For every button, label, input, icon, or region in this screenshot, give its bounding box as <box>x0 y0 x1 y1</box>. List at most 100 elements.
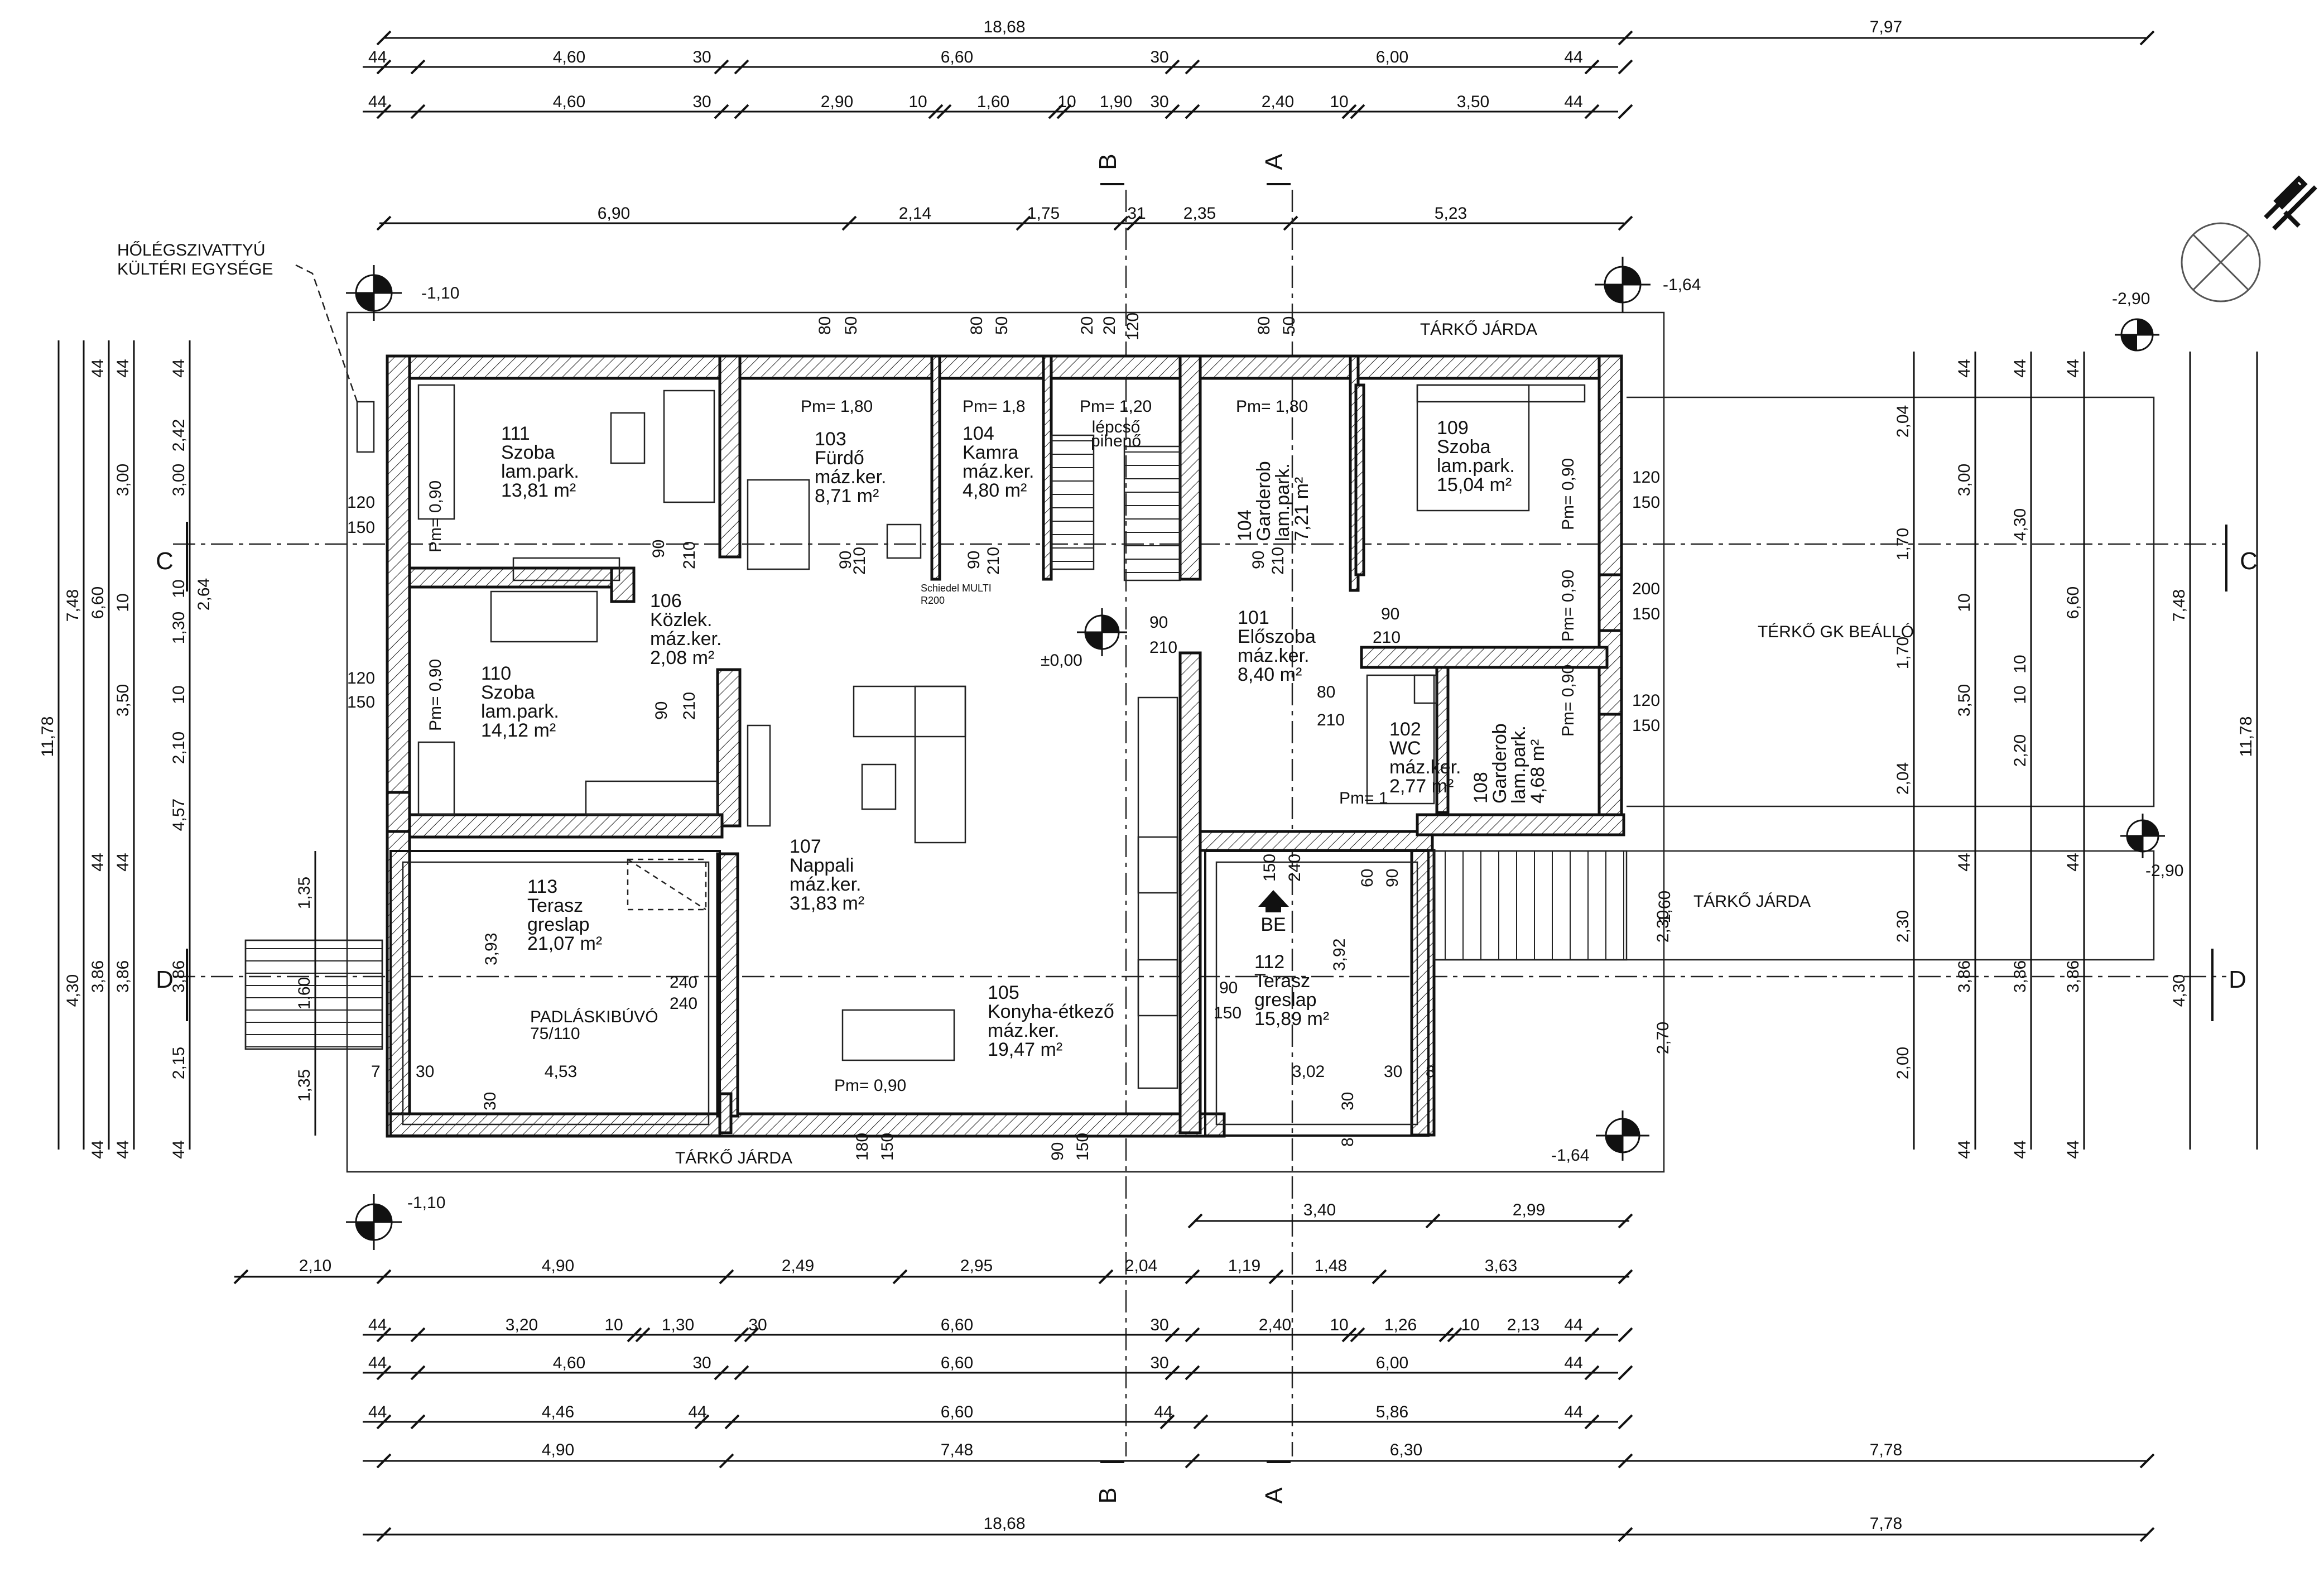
stairs-external-right <box>1433 850 1628 961</box>
svg-text:3,00: 3,00 <box>170 464 188 496</box>
svg-text:2,99: 2,99 <box>1513 1201 1545 1219</box>
svg-text:8: 8 <box>1426 1062 1435 1081</box>
svg-text:150: 150 <box>1260 854 1279 882</box>
svg-text:150: 150 <box>1632 717 1660 735</box>
north-arrow-icon <box>2181 175 2317 302</box>
svg-text:10: 10 <box>1955 593 1974 612</box>
svg-text:210: 210 <box>680 541 699 569</box>
svg-text:210: 210 <box>680 692 699 720</box>
furniture <box>417 384 1586 1089</box>
svg-text:2,35: 2,35 <box>1183 204 1216 223</box>
svg-text:80: 80 <box>1317 683 1335 701</box>
svg-text:2,70: 2,70 <box>1654 1022 1672 1054</box>
svg-text:1,70: 1,70 <box>1894 637 1912 669</box>
level-marker-e-icon <box>2120 814 2165 858</box>
svg-text:Garderob: Garderob <box>1489 723 1510 804</box>
svg-text:3,86: 3,86 <box>2064 960 2082 993</box>
svg-text:11,78: 11,78 <box>2237 717 2255 757</box>
svg-text:44: 44 <box>368 48 387 66</box>
svg-text:210: 210 <box>1149 638 1177 657</box>
level-marker-nw-icon <box>346 265 402 321</box>
room-110: 110 Szoba lam.park. 14,12 m² <box>481 663 559 741</box>
window-label-109: Pm= 0,90 <box>1559 458 1577 530</box>
level-markers: -1,10 -1,64 -2,90 ±0,00 <box>346 257 2183 1250</box>
svg-text:4,30: 4,30 <box>2011 508 2029 541</box>
svg-text:101: 101 <box>1238 607 1269 628</box>
window-label-103: Pm= 1,80 <box>801 397 873 416</box>
svg-text:120: 120 <box>347 669 375 687</box>
svg-text:44: 44 <box>1564 1316 1582 1334</box>
bottom-dimension-lines: 3,40 2,99 2,10 4,90 2,49 2,95 2,04 1,19 … <box>233 1201 2155 1542</box>
svg-text:106: 106 <box>650 590 682 612</box>
room-106: 106 Közlek. máz.ker. 2,08 m² <box>650 590 721 669</box>
svg-text:90: 90 <box>1219 979 1238 997</box>
room-105: 105 Konyha-étkező máz.ker. 19,47 m² <box>988 982 1114 1060</box>
svg-text:2,10: 2,10 <box>170 732 188 764</box>
svg-text:6,90: 6,90 <box>598 204 630 223</box>
svg-text:44: 44 <box>1564 93 1582 111</box>
svg-text:4,68 m²: 4,68 m² <box>1527 739 1548 804</box>
svg-text:108: 108 <box>1470 772 1491 804</box>
svg-text:-1,10: -1,10 <box>421 284 459 302</box>
svg-text:210: 210 <box>1269 547 1287 575</box>
svg-text:10: 10 <box>2011 655 2029 673</box>
svg-text:±0,00: ±0,00 <box>1041 651 1082 670</box>
svg-text:2,20: 2,20 <box>2011 734 2029 767</box>
svg-text:4,60: 4,60 <box>553 93 585 111</box>
level-marker-sw-icon <box>346 1194 402 1250</box>
svg-text:44: 44 <box>114 853 132 871</box>
svg-text:2,30: 2,30 <box>1894 910 1912 943</box>
svg-text:3,63: 3,63 <box>1485 1257 1517 1275</box>
svg-text:44: 44 <box>2011 1140 2029 1158</box>
svg-text:máz.ker.: máz.ker. <box>650 628 721 650</box>
svg-text:14,12 m²: 14,12 m² <box>481 720 556 741</box>
svg-text:8,40 m²: 8,40 m² <box>1238 664 1302 685</box>
svg-text:greslap: greslap <box>527 914 590 935</box>
room-102: 102 WC máz.ker. 2,77 m² <box>1389 719 1461 797</box>
svg-text:60: 60 <box>1358 869 1377 887</box>
svg-text:1,30: 1,30 <box>170 612 188 644</box>
top-dimension-lines: 18,68 7,97 44 4,60 30 6,60 30 6,00 44 44 <box>363 18 2155 231</box>
left-dimension-lines: 11,78 7,48 4,30 44 6,60 44 3,86 44 44 3,… <box>39 340 316 1159</box>
svg-text:30: 30 <box>748 1316 767 1334</box>
svg-text:240: 240 <box>670 994 697 1013</box>
svg-text:120: 120 <box>347 493 375 512</box>
level-marker-center-icon <box>1077 608 1127 656</box>
svg-text:210: 210 <box>1317 711 1345 729</box>
svg-text:44: 44 <box>2064 853 2082 871</box>
svg-text:30: 30 <box>416 1062 434 1081</box>
attic-hatch-label: PADLÁSKIBÚVÓ <box>530 1008 658 1026</box>
svg-text:109: 109 <box>1437 417 1469 439</box>
svg-text:Közlek.: Közlek. <box>650 609 713 631</box>
window-label-east-1: Pm= 0,90 <box>1559 570 1577 642</box>
svg-text:4,90: 4,90 <box>542 1257 574 1275</box>
svg-text:Szoba: Szoba <box>501 442 555 463</box>
svg-text:2,04: 2,04 <box>1894 405 1912 437</box>
svg-text:44: 44 <box>1564 48 1582 66</box>
svg-text:2,14: 2,14 <box>899 204 931 223</box>
entrance-arrow-icon <box>1258 890 1289 907</box>
svg-text:1,75: 1,75 <box>1027 204 1060 223</box>
svg-text:2,42: 2,42 <box>170 419 188 451</box>
window-label-110: Pm= 0,90 <box>426 659 445 731</box>
svg-text:113: 113 <box>527 876 557 897</box>
svg-text:44: 44 <box>368 1316 387 1334</box>
level-marker-se-icon <box>1596 1110 1649 1161</box>
svg-text:90: 90 <box>1249 551 1268 569</box>
window-label-east-2: Pm= 0,90 <box>1559 665 1577 737</box>
svg-text:19,47 m²: 19,47 m² <box>988 1039 1062 1060</box>
svg-text:90: 90 <box>836 551 855 569</box>
svg-text:8,71 m²: 8,71 m² <box>815 485 879 507</box>
svg-text:6,60: 6,60 <box>941 1354 973 1372</box>
svg-text:10: 10 <box>1330 93 1348 111</box>
svg-text:1,60: 1,60 <box>295 977 314 1009</box>
svg-text:44: 44 <box>688 1403 706 1421</box>
svg-text:44: 44 <box>2011 359 2029 377</box>
room-111: 111 Szoba lam.park. 13,81 m² <box>501 423 579 501</box>
svg-text:6,00: 6,00 <box>1376 48 1408 66</box>
svg-text:Terasz: Terasz <box>1254 970 1310 992</box>
svg-text:-2,90: -2,90 <box>2112 290 2150 308</box>
svg-text:44: 44 <box>368 1403 387 1421</box>
svg-text:7,48: 7,48 <box>2170 589 2188 622</box>
